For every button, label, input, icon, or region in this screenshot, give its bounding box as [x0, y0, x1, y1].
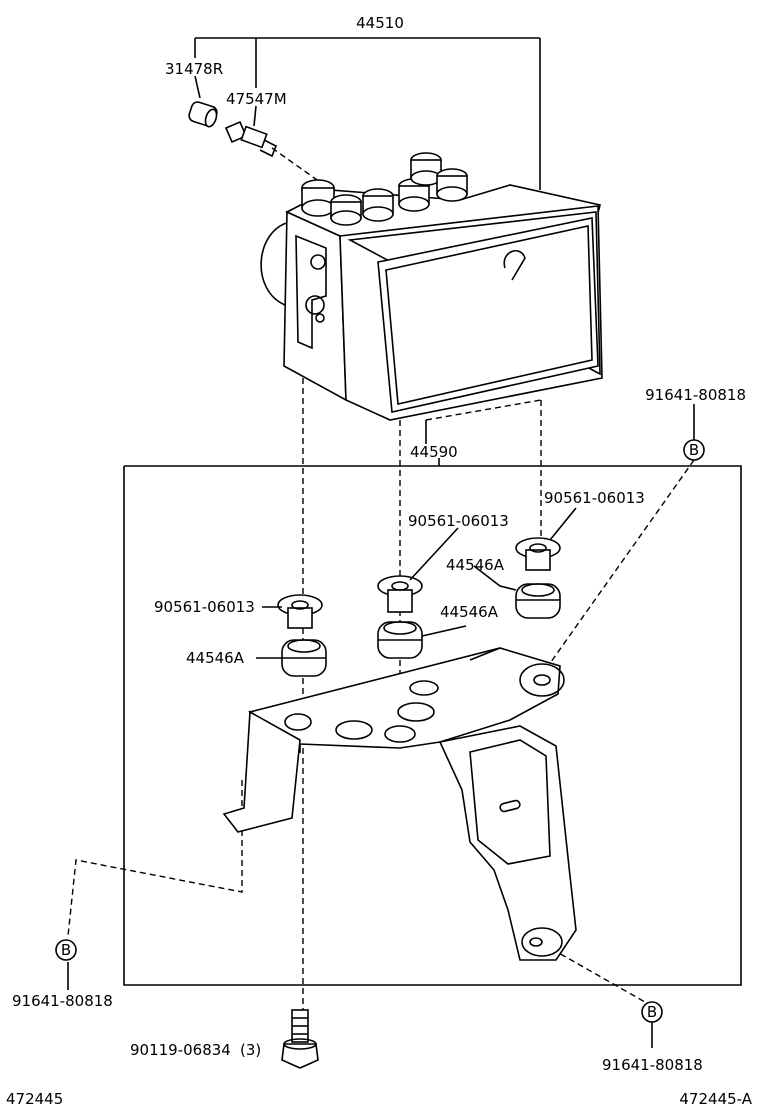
label-90561-mid: 90561-06013 — [408, 512, 509, 530]
label-31478r: 31478R — [165, 60, 223, 78]
leader-44510 — [194, 37, 541, 190]
cushion-right — [515, 583, 561, 619]
svg-text:B: B — [647, 1003, 657, 1021]
collar-right — [515, 537, 561, 571]
cushion-mid — [377, 621, 423, 659]
bracket-assembly-box — [123, 420, 742, 986]
label-44590: 44590 — [410, 443, 458, 461]
footer-right: 472445-A — [679, 1090, 752, 1108]
abs-actuator — [260, 152, 603, 421]
ref-b-marker-left: B — [55, 939, 77, 961]
label-44546a-mid: 44546A — [440, 603, 499, 621]
label-90119-qty: (3) — [240, 1041, 261, 1059]
label-91641-bottom: 91641-80818 — [602, 1056, 703, 1074]
collar-left — [277, 594, 323, 629]
bleeder-47547m — [224, 120, 278, 158]
label-90561-left: 90561-06013 — [154, 598, 255, 616]
cushion-left — [281, 639, 327, 677]
label-91641-top: 91641-80818 — [645, 386, 746, 404]
part-leaders — [67, 404, 695, 1048]
bracket-44590 — [222, 647, 577, 961]
ref-b-marker-bottom: B — [641, 1001, 663, 1023]
bolt-90119 — [281, 1009, 319, 1069]
label-90119: 90119-06834 — [130, 1041, 231, 1059]
label-90561-right: 90561-06013 — [544, 489, 645, 507]
label-47547m: 47547M — [226, 90, 287, 108]
label-91641-left: 91641-80818 — [12, 992, 113, 1010]
label-44546a-left: 44546A — [186, 649, 245, 667]
collar-mid — [377, 575, 423, 613]
ref-b-marker-top: B — [683, 439, 705, 461]
svg-text:B: B — [689, 441, 699, 459]
label-44546a-right: 44546A — [446, 556, 505, 574]
label-44510: 44510 — [356, 14, 404, 32]
footer-left: 472445 — [6, 1090, 63, 1108]
cap-31478r — [188, 101, 218, 128]
actuator-ports — [301, 152, 468, 226]
svg-text:B: B — [61, 941, 71, 959]
